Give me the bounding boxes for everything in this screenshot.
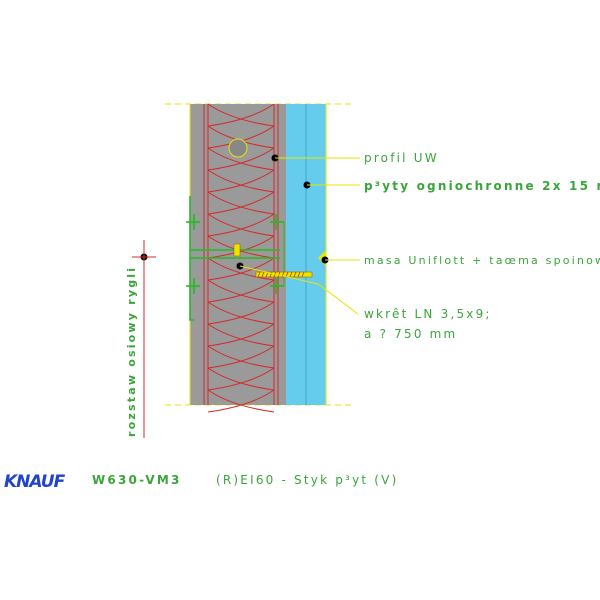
- drawing-code: W630-VM3: [92, 473, 182, 487]
- pipe-circle: [228, 138, 248, 158]
- insulation-wave: [207, 323, 275, 369]
- screw-leader-line: [239, 265, 359, 315]
- mineral-wool-insulation: [207, 103, 275, 413]
- drawing-title: (R)EI60 - Styk p³yt (V): [216, 473, 398, 487]
- screw-label-line1: wkrêt LN 3,5x9;: [364, 307, 492, 321]
- knauf-logo: KNAUF: [4, 472, 66, 492]
- compound-label: masa Uniflott + taœma spoinowa: [364, 254, 600, 267]
- screw: [233, 243, 313, 278]
- uw-profile: [186, 196, 285, 321]
- insulation-wave: [207, 367, 275, 413]
- screw-label-line2: a ? 750 mm: [364, 327, 457, 341]
- boards-label: p³yty ogniochronne 2x 15 mm: [364, 179, 600, 193]
- insulation-wave: [207, 279, 275, 325]
- insulation-wave: [207, 103, 275, 149]
- profile-label: profil UW: [364, 151, 439, 165]
- insulation-wave: [207, 147, 275, 193]
- insulation-wave: [207, 191, 275, 237]
- spacing-label: rozstaw osiowy rygli: [125, 266, 138, 437]
